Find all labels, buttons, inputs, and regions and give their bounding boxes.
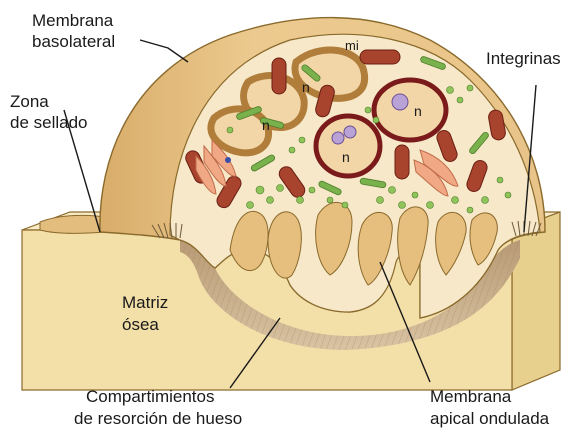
label-matriz-osea-2: ósea — [122, 314, 159, 335]
granule — [225, 157, 231, 163]
label-mi: mi — [345, 38, 359, 53]
label-n-2: n — [262, 117, 270, 133]
label-membrana-basolateral-1: Membrana — [32, 10, 113, 31]
label-matriz-osea-1: Matriz — [122, 292, 168, 313]
label-n-3: n — [414, 103, 422, 119]
label-membrana-apical-1: Membrana — [430, 386, 511, 407]
label-integrinas: Integrinas — [486, 48, 561, 69]
label-membrana-basolateral-2: basolateral — [32, 31, 115, 52]
label-zona-sellado-2: de sellado — [10, 112, 88, 133]
label-n-4: n — [342, 149, 350, 165]
label-compartimientos-1: Compartimientos — [86, 386, 215, 407]
label-membrana-apical-2: apical ondulada — [430, 408, 549, 429]
label-zona-sellado-1: Zona — [10, 91, 49, 112]
label-n-1: n — [302, 79, 310, 95]
label-compartimientos-2: de resorción de hueso — [74, 408, 242, 429]
